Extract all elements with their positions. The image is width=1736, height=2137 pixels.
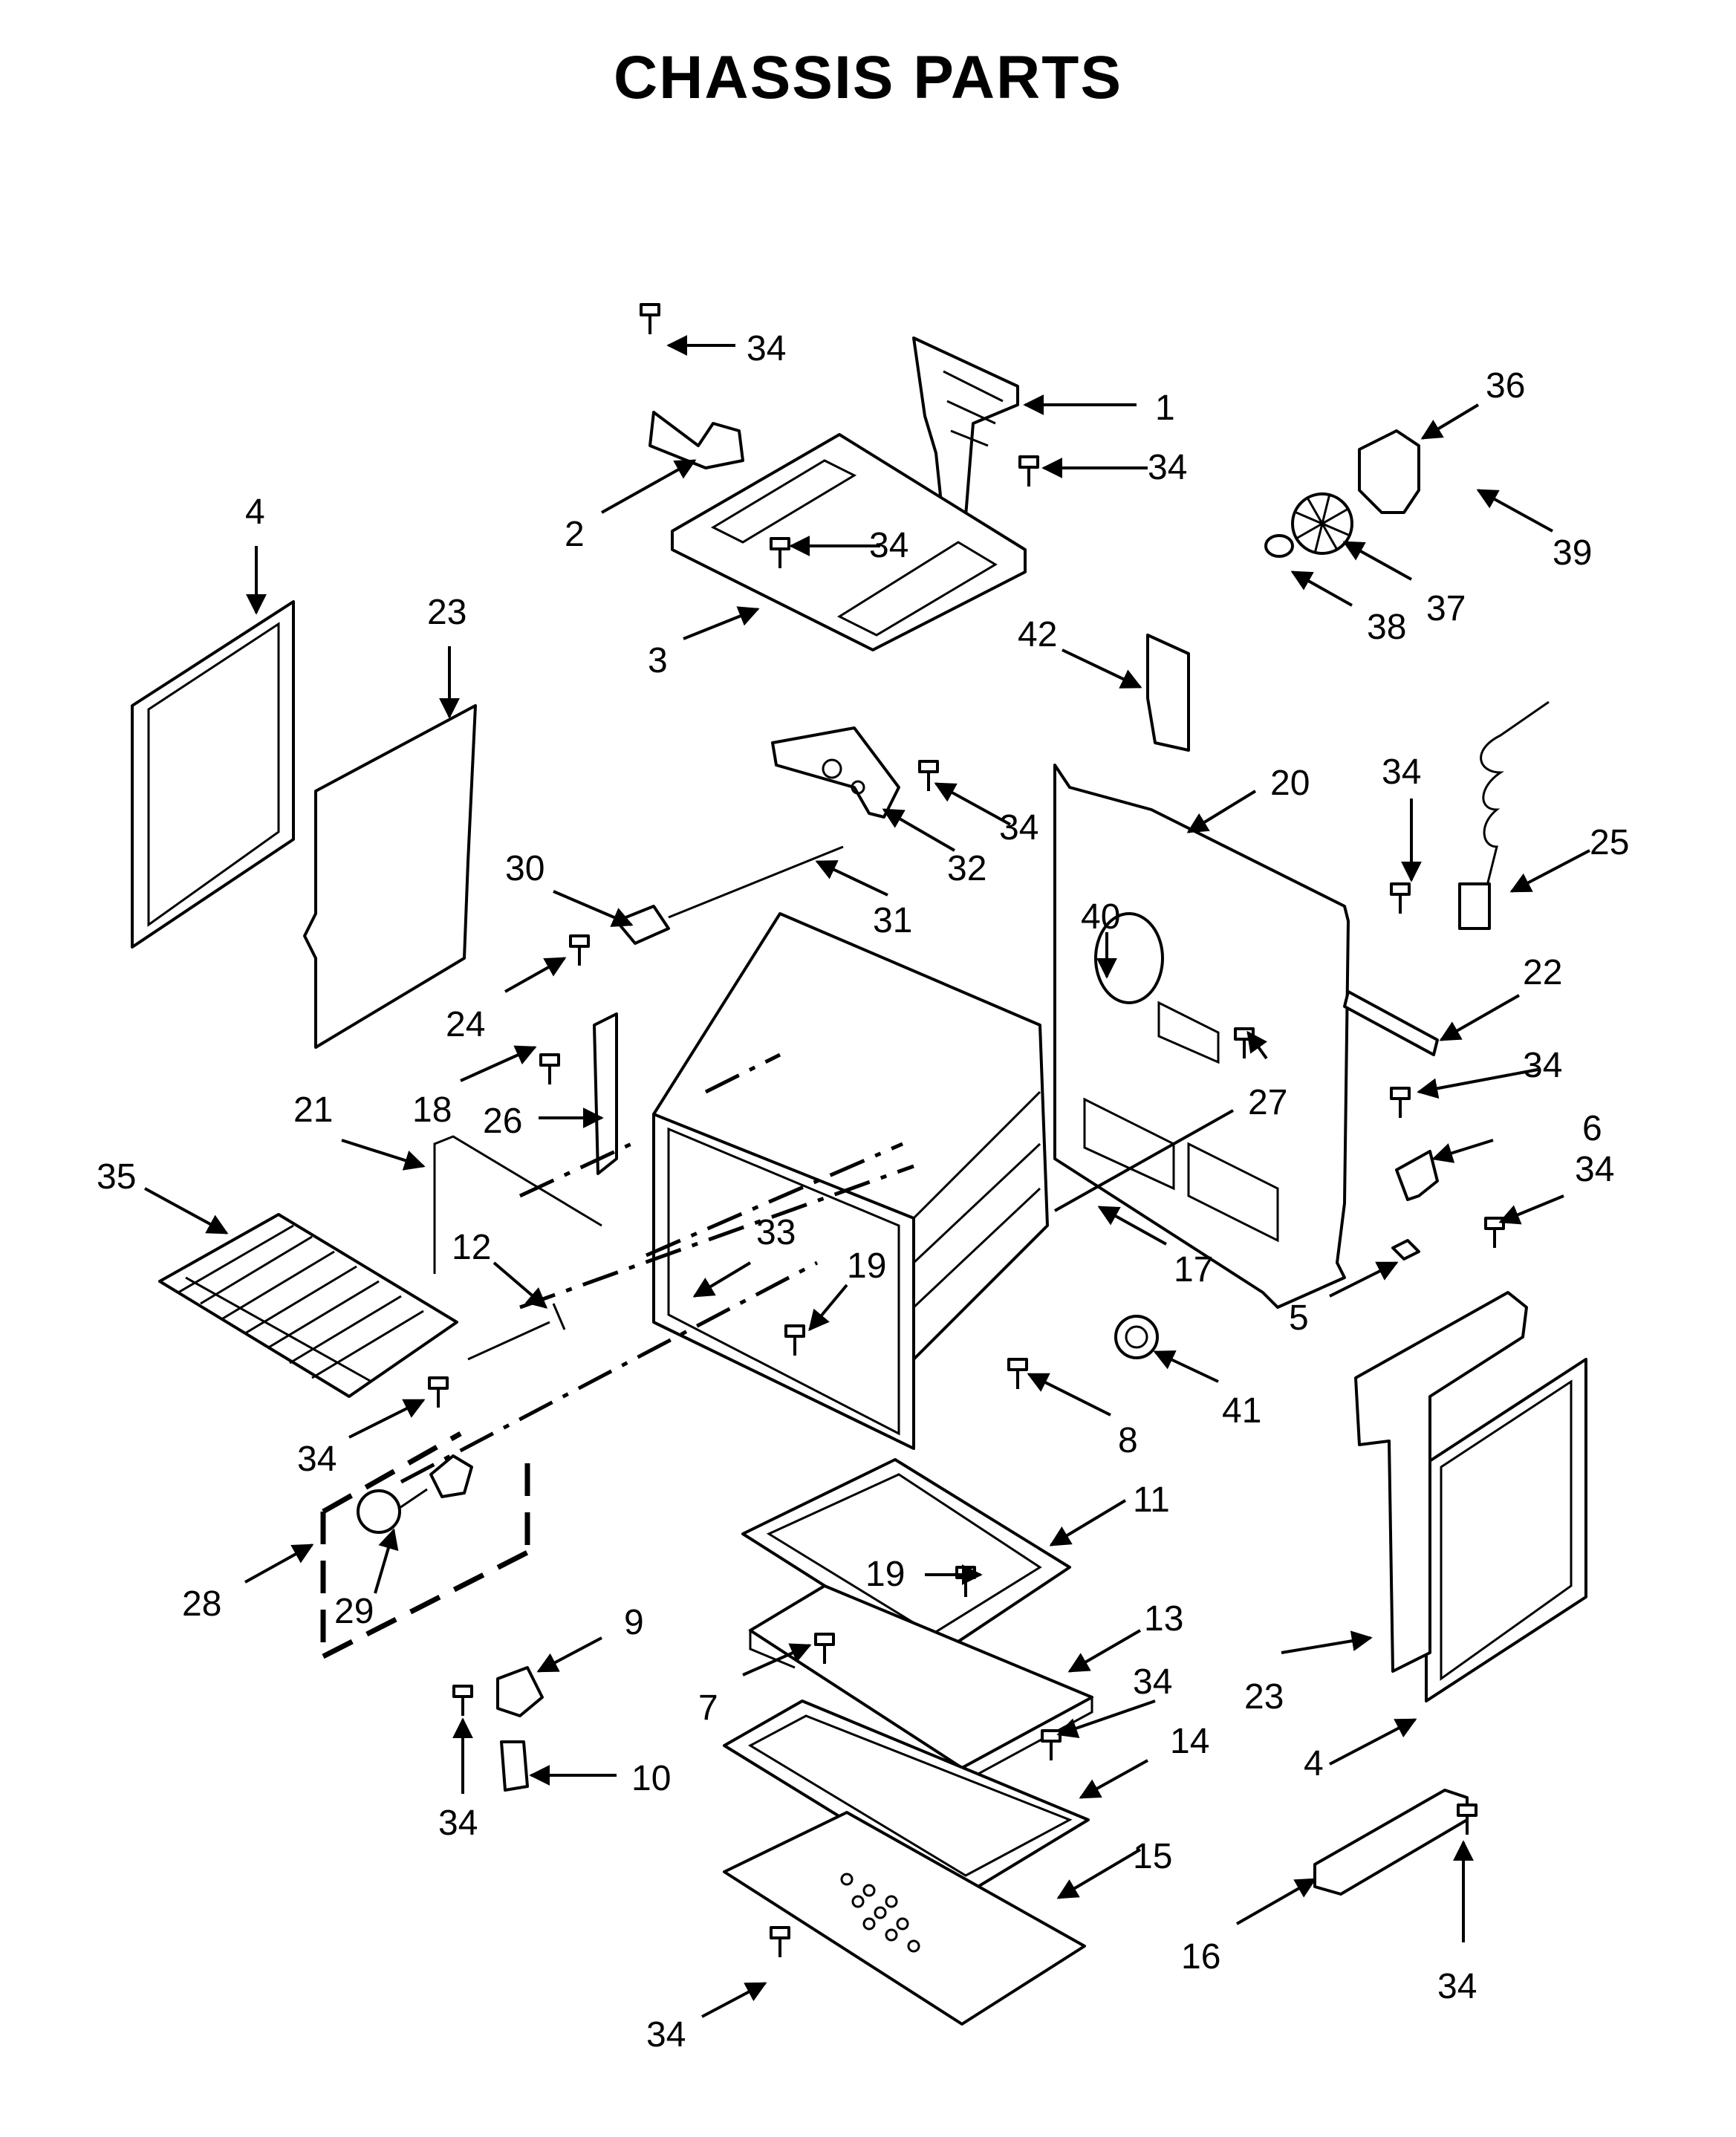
callout-8: 8 [1118,1421,1138,1460]
callout-14: 14 [1170,1722,1209,1761]
part-3-top-panel [671,433,1027,651]
callout-21: 21 [293,1090,333,1130]
part-25-power-cord [1458,700,1550,930]
part-29-knobs [357,1454,473,1534]
part-10-regulator [500,1740,529,1792]
callout-34: 34 [1523,1046,1562,1085]
part-21-gasket [433,1135,602,1274]
part-6-bracket [1395,1150,1439,1201]
part-38-nut [1264,534,1294,558]
callout-26: 26 [483,1102,522,1141]
callout-7: 7 [698,1688,718,1728]
part-20-back-panel [1053,764,1350,1309]
callout-17: 17 [1174,1250,1213,1289]
callout-36: 36 [1486,366,1525,406]
callout-18: 18 [412,1090,452,1130]
part-26-bracket [593,1012,618,1175]
callout-23: 23 [427,593,466,632]
callout-4: 4 [245,492,265,532]
callout-11: 11 [1133,1480,1170,1520]
callout-15: 15 [1133,1837,1172,1876]
callout-22: 22 [1523,953,1562,992]
callout-35: 35 [97,1157,136,1197]
callout-13: 13 [1144,1599,1183,1639]
callout-23: 23 [1244,1677,1284,1717]
callout-3: 3 [648,641,668,680]
part-4-left-side-panel [131,600,295,949]
callout-5: 5 [1289,1298,1309,1338]
part-37-fan-blade [1291,492,1353,555]
callout-34: 34 [1133,1662,1172,1702]
part-5-clip [1391,1239,1420,1261]
callout-28: 28 [182,1584,221,1624]
callout-9: 9 [624,1603,644,1642]
callout-19: 19 [847,1246,886,1286]
callout-41: 41 [1222,1391,1261,1431]
callout-25: 25 [1590,823,1629,862]
callout-40: 40 [1081,897,1120,937]
callout-1: 1 [1155,388,1175,428]
callout-leaders [144,335,1590,2018]
callout-6: 6 [1582,1109,1602,1148]
callout-2: 2 [565,515,585,554]
callout-34: 34 [1575,1150,1614,1189]
callout-27: 27 [1248,1083,1287,1122]
callout-12: 12 [452,1228,491,1267]
part-35-rack [158,1213,458,1398]
part-41-grommet [1114,1315,1159,1359]
callout-34: 34 [297,1440,337,1479]
part-42-bracket [1146,634,1190,752]
callout-34: 34 [1148,448,1187,487]
callout-38: 38 [1367,608,1406,647]
part-16-rail [1313,1789,1469,1896]
part-32-control-bracket [771,726,900,819]
callout-34: 34 [747,329,786,368]
callout-10: 10 [631,1759,671,1798]
part-31-rod [668,845,844,919]
callout-30: 30 [505,849,544,888]
part-17-oven-cavity [652,912,1049,1450]
callout-37: 37 [1426,589,1466,628]
callout-34: 34 [438,1803,478,1843]
callout-20: 20 [1270,764,1310,803]
part-9-gas-valve [496,1666,544,1717]
part-12-probe [467,1303,566,1361]
part-28-dashed-enclosure [320,1431,530,1659]
callout-16: 16 [1181,1937,1220,1977]
callout-34: 34 [646,2015,686,2055]
callout-19: 19 [865,1555,905,1594]
part-23-left-insulation [303,704,477,1049]
callout-34: 34 [999,808,1038,848]
callout-39: 39 [1553,533,1592,573]
part-22-rail [1343,990,1439,1056]
assembly-guide-lines [400,1053,914,1484]
callout-4: 4 [1304,1744,1324,1783]
part-36-fan-motor [1358,429,1420,514]
callout-33: 33 [756,1213,796,1252]
callout-32: 32 [947,849,986,888]
callout-31: 31 [873,901,912,940]
part-4-right-side-panel [1425,1358,1587,1702]
callout-29: 29 [334,1592,374,1631]
callout-34: 34 [1437,1967,1477,2006]
callout-42: 42 [1018,615,1057,654]
part-15-bottom-panel [723,1811,1086,2026]
diagram-title: CHASSIS PARTS [613,44,1123,111]
callout-34: 34 [869,526,908,565]
callout-labels: 1 2 3 4 4 5 6 7 8 9 10 11 12 13 14 15 16… [97,329,1629,2055]
part-23-right-insulation [1354,1291,1528,1673]
callout-34: 34 [1382,752,1421,792]
part-30-bracket [615,905,670,945]
callout-24: 24 [446,1005,485,1044]
part-2-bracket [648,411,744,469]
